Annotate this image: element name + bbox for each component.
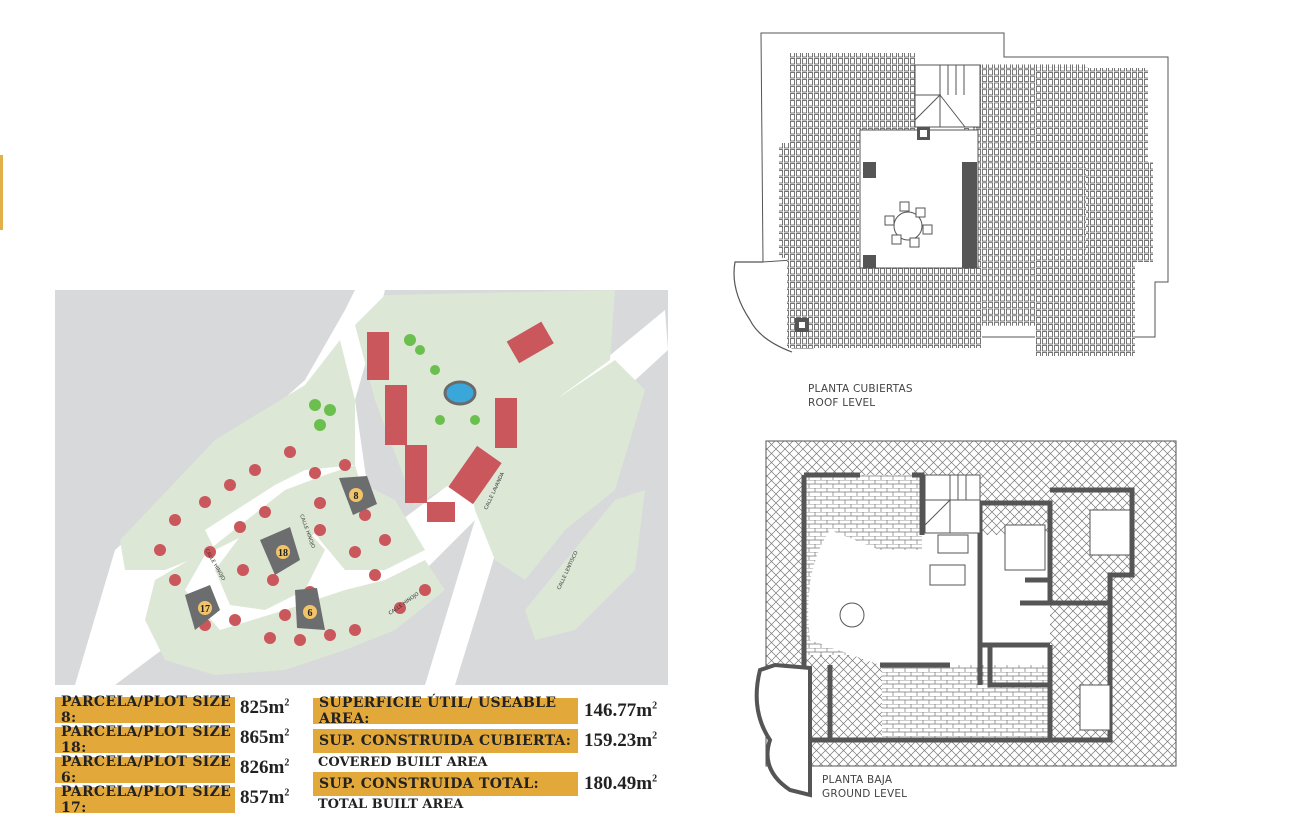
staircase	[924, 475, 980, 533]
plot-size-value: 865m2	[240, 727, 290, 748]
plot-8-label: 8	[354, 491, 359, 502]
plot-size-label: PARCELA/PLOT SIZE 17:	[55, 784, 235, 816]
area-value: 146.77m2	[584, 700, 658, 721]
bed	[1079, 684, 1111, 731]
trees	[309, 334, 480, 431]
area-value: 180.49m2	[584, 773, 658, 794]
dining-table	[839, 602, 865, 628]
tv-unit	[937, 534, 969, 554]
area-subtitle: TOTAL BUILT AREA	[318, 797, 464, 812]
plots-east	[465, 360, 645, 580]
plots-west	[120, 340, 355, 570]
plots-center	[300, 480, 425, 570]
plots-south	[145, 465, 445, 675]
apartment-blocks	[367, 321, 554, 522]
ground-plan-drawing	[754, 440, 1177, 798]
plot-size-value: 826m2	[240, 757, 290, 778]
plot-18-label: 18	[278, 548, 288, 559]
plot-6-label: 6	[308, 608, 313, 619]
area-value: 159.23m2	[584, 730, 658, 751]
page-edge-accent	[0, 155, 3, 230]
plots-southeast	[525, 490, 645, 640]
plot-size-label: PARCELA/PLOT SIZE 6:	[55, 754, 235, 786]
site-plan-map: 8 18 6 17 CALLE LAVANDA CALLE LENTISCO C…	[55, 290, 668, 685]
bed	[1004, 524, 1046, 571]
area-label: SUP. CONSTRUIDA CUBIERTA:	[313, 729, 578, 753]
plot-size-label: PARCELA/PLOT SIZE 8:	[55, 694, 235, 726]
houses	[154, 446, 431, 646]
roof-plan-drawing	[733, 32, 1169, 356]
side-wing	[754, 662, 812, 798]
plot-size-value: 825m2	[240, 697, 290, 718]
bed	[1089, 509, 1131, 556]
staircase	[914, 65, 966, 128]
pond	[443, 380, 477, 406]
plot-size-label: PARCELA/PLOT SIZE 18:	[55, 724, 235, 756]
chairs	[884, 201, 933, 248]
area-subtitle: COVERED BUILT AREA	[318, 755, 488, 770]
plot-17-label: 17	[200, 604, 210, 615]
area-label: SUP. CONSTRUIDA TOTAL:	[313, 772, 578, 796]
round-table	[893, 211, 923, 241]
plot-size-value: 857m2	[240, 787, 290, 808]
area-label: SUPERFICIE ÚTIL/ USEABLE AREA:	[313, 695, 578, 727]
highlighted-plots: 8 18 6 17	[185, 476, 377, 630]
sofa	[929, 564, 966, 586]
